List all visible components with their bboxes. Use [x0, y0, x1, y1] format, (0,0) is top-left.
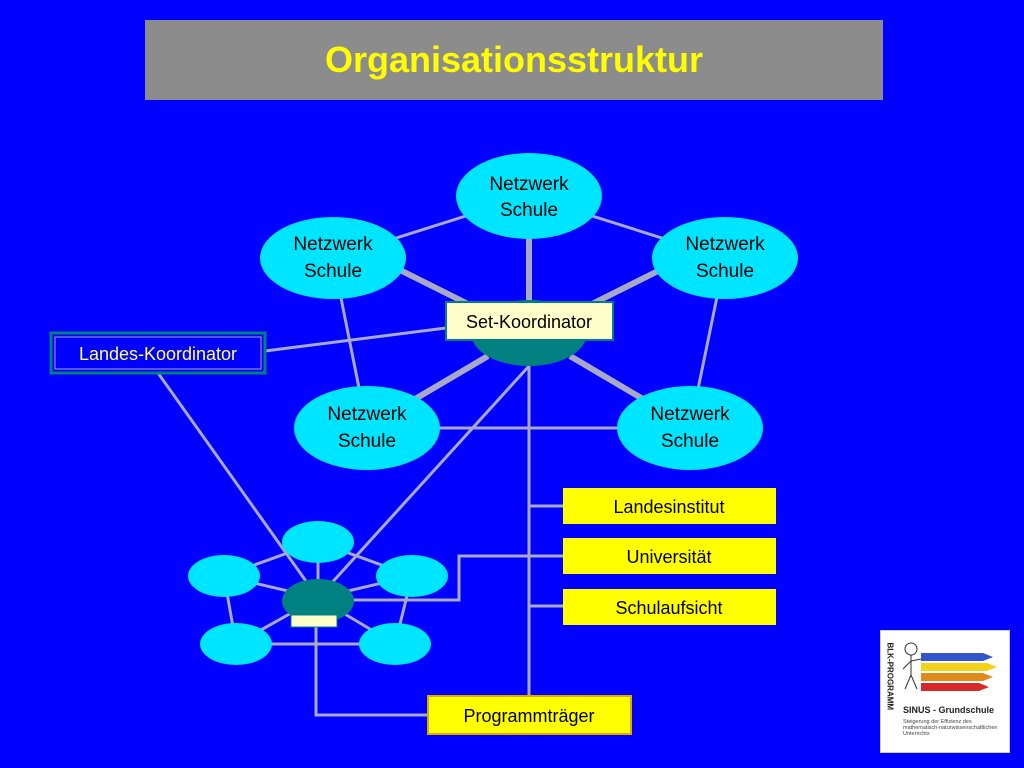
landes-koordinator-box	[49, 331, 267, 375]
small-hub	[282, 579, 354, 623]
small-hub-box	[290, 614, 338, 628]
set-koordinator-label: Set-Koordinator	[466, 312, 592, 332]
school-node-label-line2: Schule	[500, 200, 558, 221]
school-node-label-line1: Netzwerk	[685, 234, 765, 255]
school-node-label-line2: Schule	[338, 431, 396, 452]
small-node-right	[376, 555, 448, 597]
page-title: Organisationsstruktur	[324, 39, 704, 80]
institution-box-landesinstitut	[563, 488, 776, 524]
title-bar: Organisationsstruktur	[145, 20, 883, 100]
school-node-label-line2: Schule	[661, 431, 719, 452]
small-node-left	[188, 555, 260, 597]
landes-koordinator-inner-border	[54, 336, 262, 370]
school-node-label-line1: Netzwerk	[650, 404, 730, 425]
set-koordinator-box	[445, 301, 614, 341]
school-node-label-line1: Netzwerk	[489, 174, 569, 195]
school-node-left: Netzwerk Schule	[260, 217, 406, 299]
school-node-label-line2: Schule	[304, 261, 362, 282]
school-node-right: Netzwerk Schule	[652, 217, 798, 299]
school-node-label-line2: Schule	[696, 261, 754, 282]
logo-subtitle: Steigerung der Effizienz des mathematisc…	[903, 719, 998, 737]
logo-title: SINUS - Grundschule	[903, 705, 995, 715]
institution-box-schulaufsicht	[563, 589, 776, 625]
sinus-logo: BLK-PROGRAMM SINUS - Grundschule Steiger…	[880, 630, 1010, 753]
institution-label-landesinstitut: Landesinstitut	[613, 497, 724, 517]
institution-label-universitaet: Universität	[626, 547, 711, 567]
school-node-label-line1: Netzwerk	[293, 234, 373, 255]
small-node-bottom-left	[200, 623, 272, 665]
small-network	[188, 521, 448, 665]
school-node-top: Netzwerk Schule	[456, 153, 602, 239]
institution-box-universitaet	[563, 538, 776, 574]
institution-label-schulaufsicht: Schulaufsicht	[615, 598, 722, 618]
school-node-bottom-left: Netzwerk Schule	[294, 386, 440, 470]
school-node-label-line1: Netzwerk	[327, 404, 407, 425]
programmtraeger-box	[427, 695, 632, 735]
school-node-bottom-right: Netzwerk Schule	[617, 386, 763, 470]
small-node-top	[282, 521, 354, 563]
pencils-icon	[902, 642, 997, 691]
programmtraeger-label: Programmträger	[463, 706, 594, 726]
small-node-bottom-right	[359, 623, 431, 665]
landes-koordinator-label: Landes-Koordinator	[79, 344, 237, 364]
